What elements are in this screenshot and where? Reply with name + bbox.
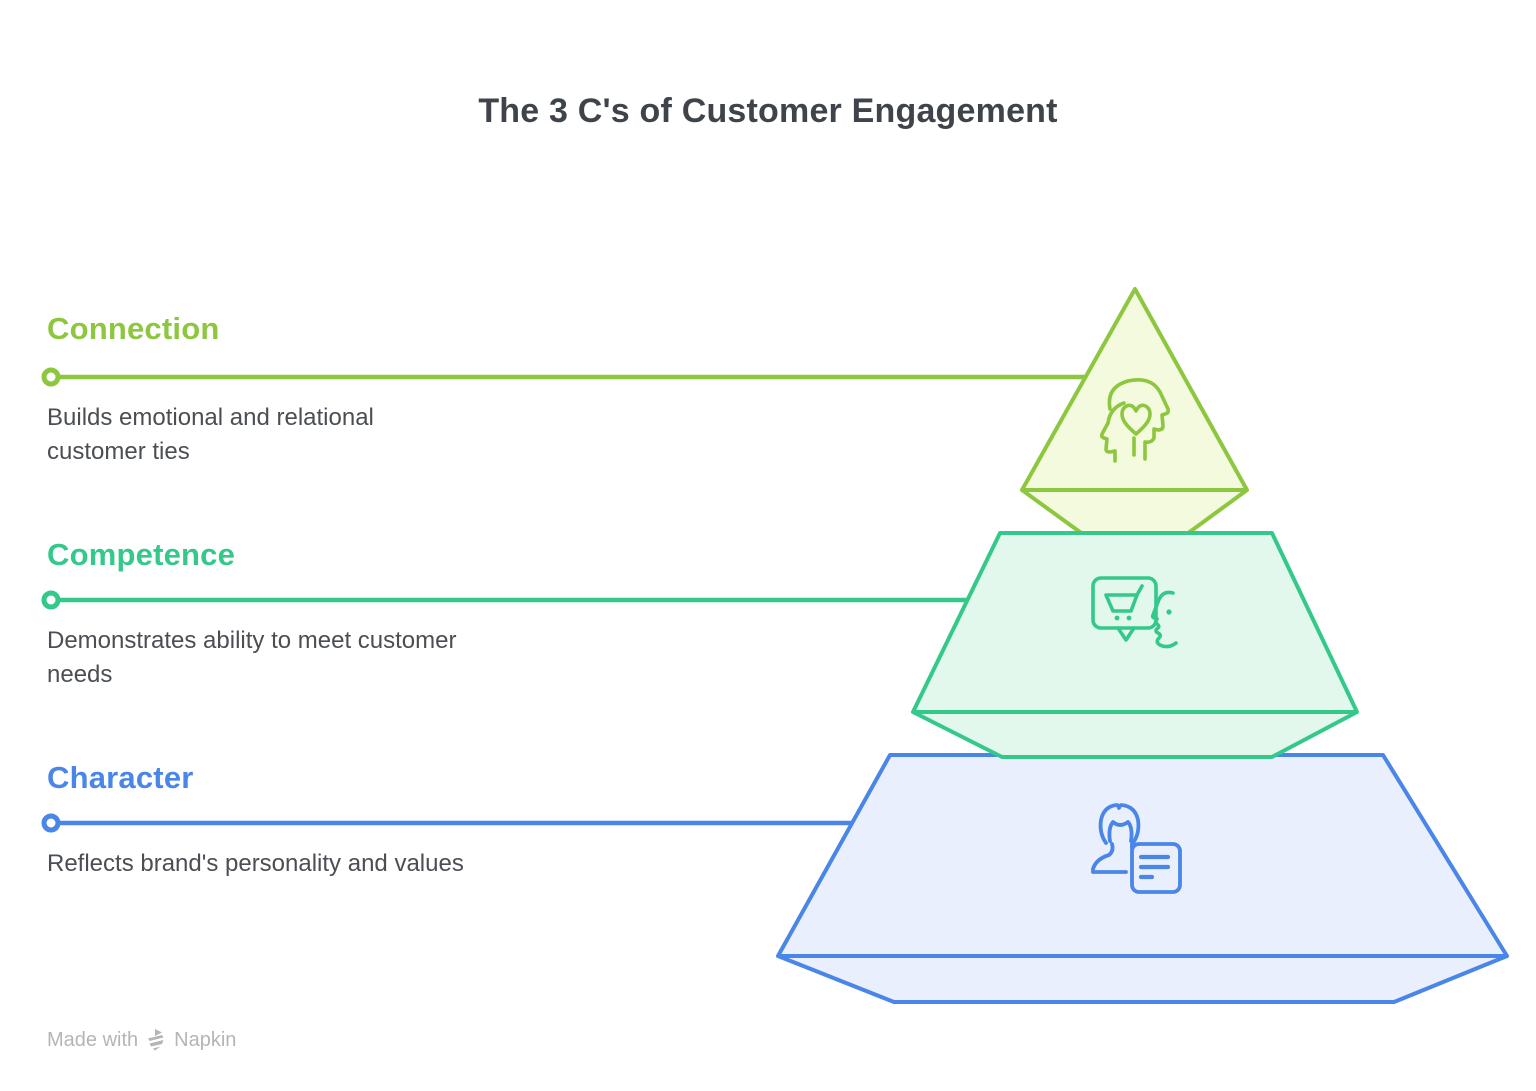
made-with-text: Made with xyxy=(47,1028,139,1051)
level-description-character: Reflects brand's personality and values xyxy=(47,850,464,877)
person-with-document-icon xyxy=(1091,803,1182,894)
level-label-connection: Connection xyxy=(47,311,220,346)
attribution: Made with Napkin xyxy=(47,1027,236,1053)
diagram-title: The 3 C's of Customer Engagement xyxy=(478,92,1058,130)
head-with-heart-icon xyxy=(1099,378,1170,463)
napkin-logo-icon xyxy=(148,1029,164,1051)
level-description-connection: Builds emotional and relational customer… xyxy=(47,404,374,465)
level-description-competence: Demonstrates ability to meet customer ne… xyxy=(47,627,457,688)
level-label-competence: Competence xyxy=(47,537,236,572)
cart-speech-bubble-face-icon xyxy=(1091,576,1178,649)
brand-text: Napkin xyxy=(174,1028,237,1051)
character-anchor-dot xyxy=(41,813,61,833)
pyramid-middle-segment xyxy=(911,531,1359,759)
level-label-character: Character xyxy=(47,760,194,795)
competence-anchor-dot xyxy=(41,590,61,610)
connection-anchor-dot xyxy=(41,367,61,387)
